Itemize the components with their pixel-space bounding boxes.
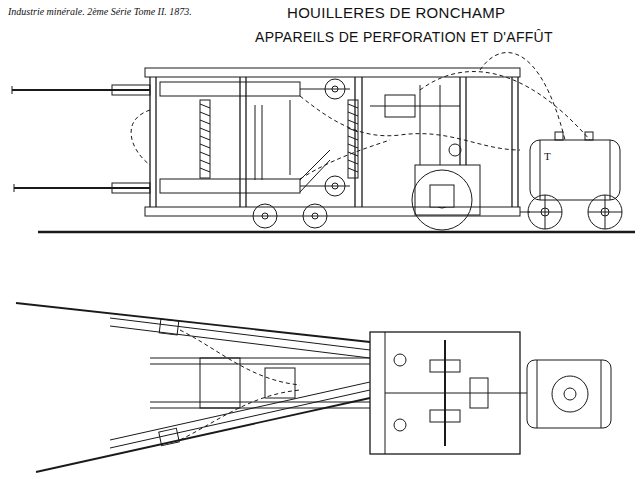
top-view	[16, 303, 611, 472]
part-letter: T	[544, 150, 551, 162]
side-view	[12, 53, 635, 232]
drawing-title: HOUILLERES DE RONCHAMP	[287, 4, 505, 21]
publication-header: Industrie minérale. 2ème Série Tome II. …	[8, 6, 192, 17]
drawing-subtitle: APPAREILS DE PERFORATION ET D'AFFÛT	[255, 29, 553, 45]
